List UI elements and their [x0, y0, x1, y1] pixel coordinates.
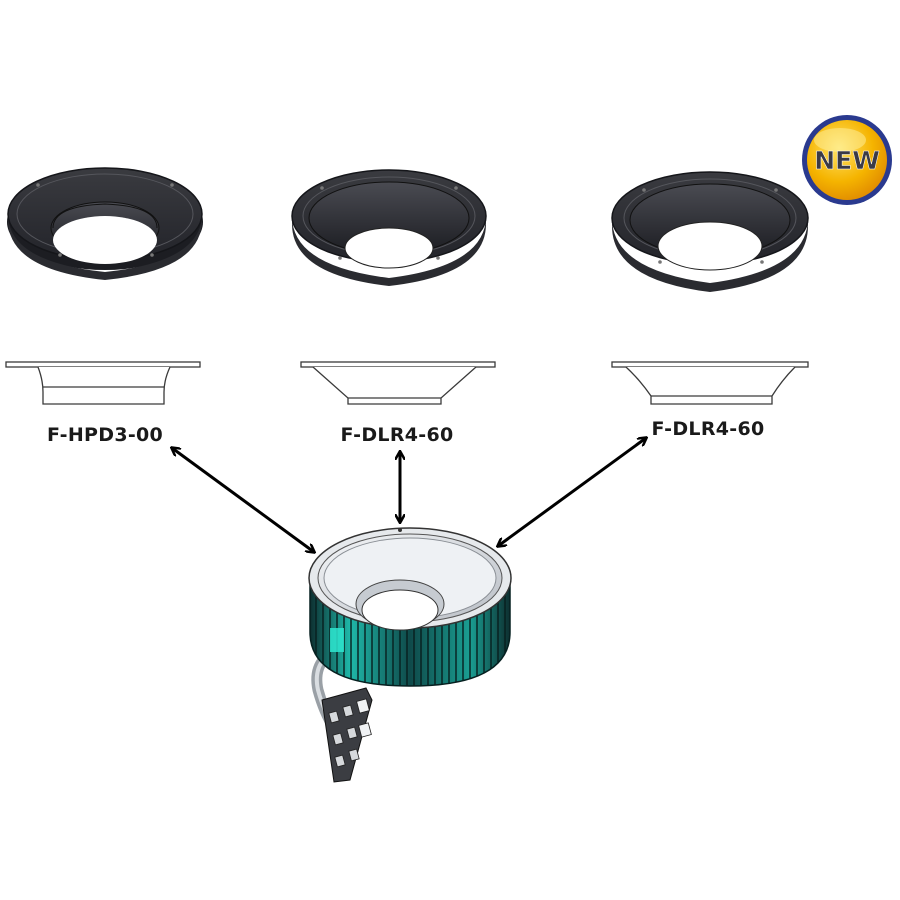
diffuser-3d-dlr4-a	[291, 169, 487, 286]
connector	[321, 687, 373, 783]
label-hpd3: F-HPD3-00	[46, 424, 164, 446]
new-badge: NEW	[802, 115, 892, 205]
diffuser-3d-dlr4-b	[611, 171, 809, 292]
label-dlr4-a: F-DLR4-60	[340, 424, 454, 446]
ring-light	[308, 527, 512, 783]
profile-hpd3	[5, 361, 201, 405]
label-dlr4-b: F-DLR4-60	[651, 418, 765, 440]
arrows	[172, 438, 646, 552]
arrow-to-dlr4-b	[498, 438, 646, 546]
arrow-to-hpd3	[172, 448, 314, 552]
new-badge-text: NEW	[814, 146, 880, 175]
diffuser-3d-hpd3	[7, 167, 203, 280]
profile-dlr4-a	[300, 361, 496, 405]
profile-dlr4-b	[611, 361, 809, 405]
